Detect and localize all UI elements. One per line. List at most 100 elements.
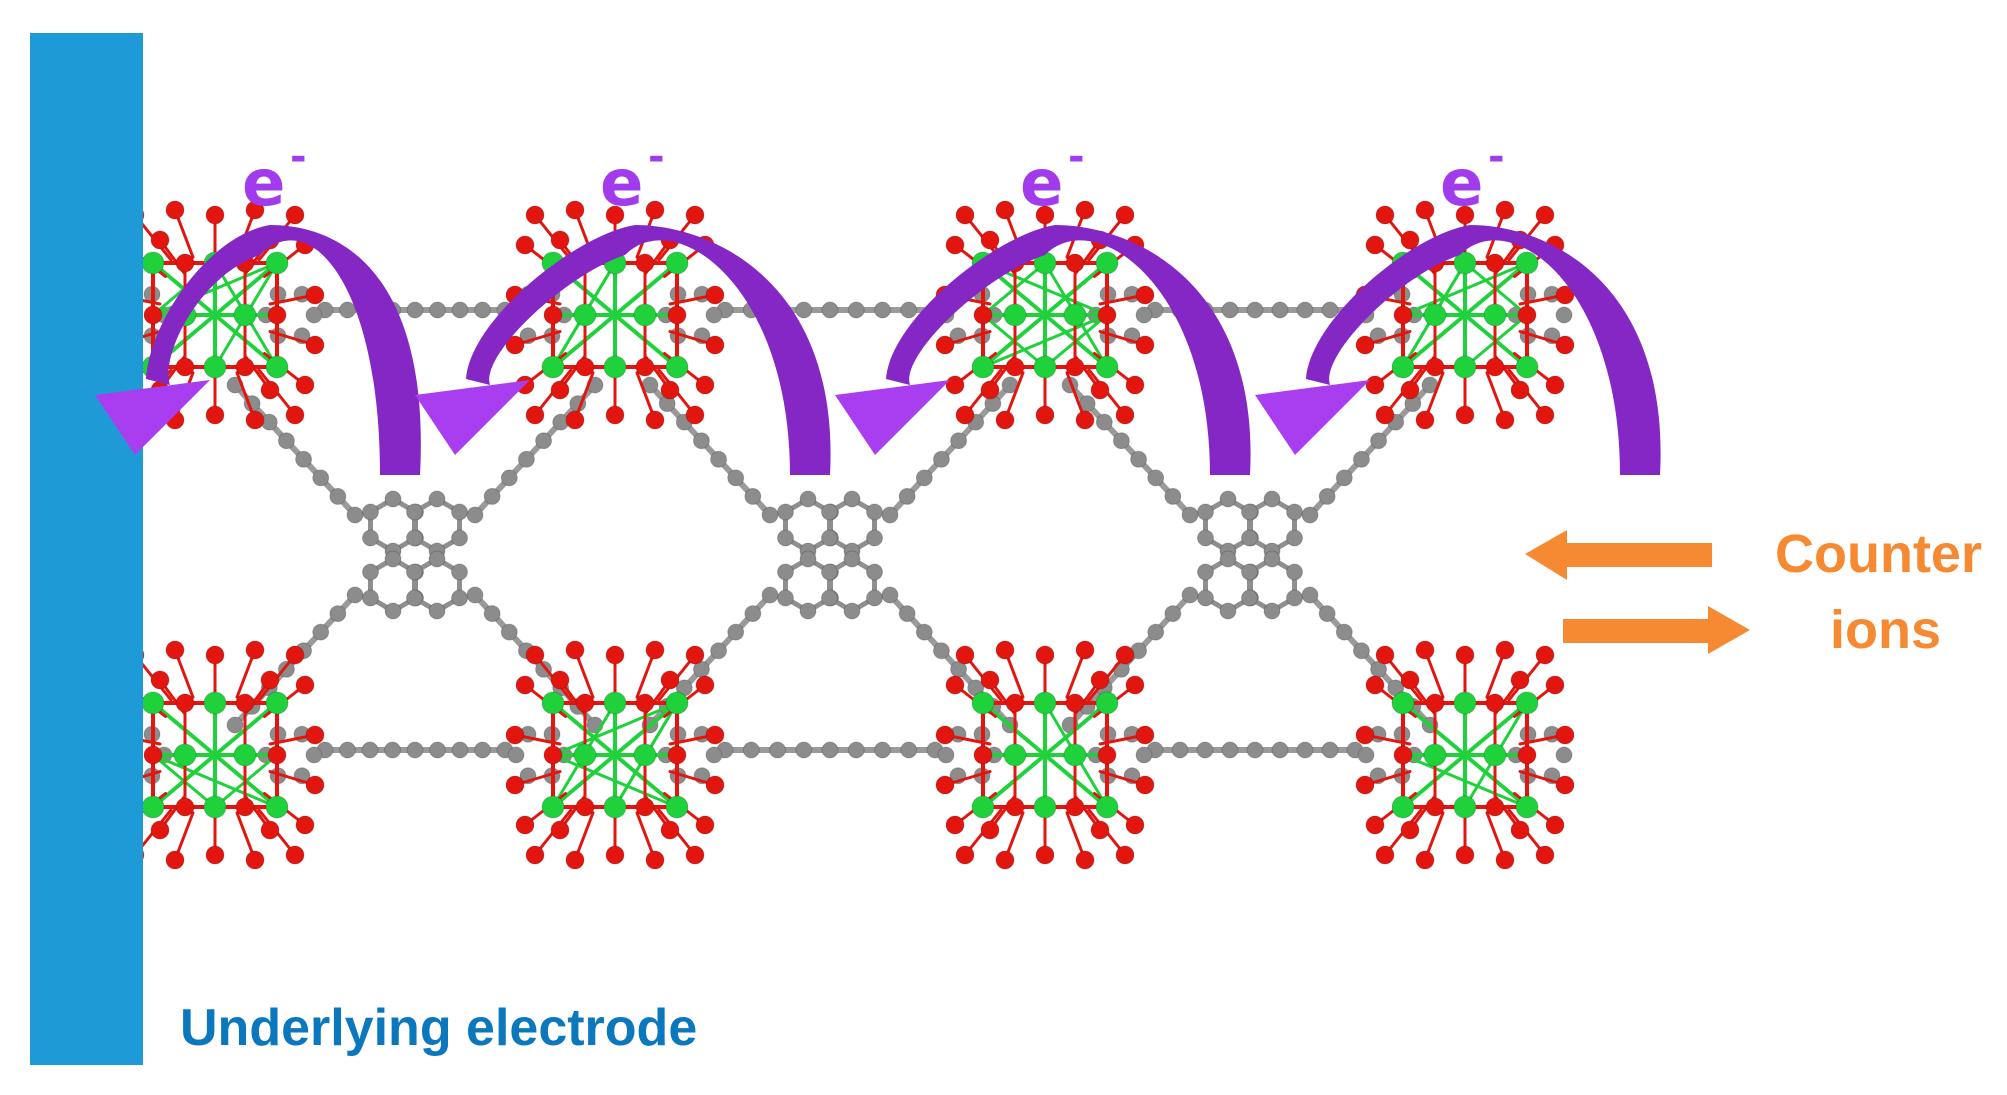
atom: [166, 641, 184, 659]
atom: [1516, 796, 1538, 818]
atom: [1220, 491, 1236, 507]
atom: [1076, 201, 1094, 219]
atom: [901, 742, 917, 758]
atom: [1116, 406, 1134, 424]
atom: [452, 564, 468, 580]
atom: [1247, 302, 1263, 318]
atom: [996, 641, 1014, 659]
atom: [142, 252, 164, 274]
atom: [542, 692, 564, 714]
atom: [882, 507, 898, 523]
atom: [313, 470, 329, 486]
atom: [1197, 742, 1213, 758]
svg-text:-: -: [290, 134, 307, 180]
atom: [1126, 376, 1144, 394]
atom: [362, 504, 378, 520]
atom: [407, 302, 423, 318]
atom: [429, 491, 445, 507]
atom: [646, 411, 664, 429]
atom: [661, 821, 679, 839]
atom: [1287, 564, 1303, 580]
atom: [1401, 381, 1419, 399]
atom: [956, 406, 974, 424]
atom: [1241, 564, 1257, 580]
atom: [1376, 646, 1394, 664]
atom: [452, 590, 468, 606]
atom: [278, 433, 294, 449]
metal-cluster-node: [1356, 641, 1574, 869]
atom: [385, 551, 401, 567]
atom: [706, 286, 724, 304]
atom: [144, 746, 162, 764]
atom: [406, 590, 422, 606]
atom: [1113, 433, 1129, 449]
atom: [166, 851, 184, 869]
atom: [1353, 643, 1369, 659]
atom: [1098, 746, 1116, 764]
atom: [501, 470, 517, 486]
atom: [1220, 551, 1236, 567]
atom: [604, 356, 626, 378]
atom: [1116, 646, 1134, 664]
atom: [1172, 742, 1188, 758]
atom: [1496, 201, 1514, 219]
atom: [576, 358, 594, 376]
atom: [848, 742, 864, 758]
atom: [1392, 796, 1414, 818]
atom: [429, 551, 445, 567]
atom: [1096, 414, 1112, 430]
atom: [916, 624, 932, 640]
atom: [1376, 206, 1394, 224]
linker-chain: [882, 587, 1018, 733]
atom: [882, 587, 898, 603]
atom: [296, 451, 312, 467]
double-arrow-icon: [1525, 530, 1750, 654]
atom: [362, 530, 378, 546]
atom: [452, 530, 468, 546]
atom: [475, 742, 491, 758]
atom: [236, 694, 254, 712]
atom: [1182, 587, 1198, 603]
atom: [1401, 231, 1419, 249]
atom: [666, 356, 688, 378]
atom: [406, 530, 422, 546]
atom: [1484, 744, 1506, 766]
atom: [1098, 306, 1116, 324]
atom: [430, 742, 446, 758]
atom: [646, 201, 664, 219]
atom: [706, 747, 722, 763]
atom: [452, 742, 468, 758]
atom: [706, 307, 722, 323]
atom: [236, 798, 254, 816]
atom: [1518, 306, 1536, 324]
atom: [1486, 798, 1504, 816]
atom: [634, 304, 656, 326]
atom: [1096, 796, 1118, 818]
atom: [1136, 336, 1154, 354]
atom: [1241, 590, 1257, 606]
atom: [551, 821, 569, 839]
atom: [566, 411, 584, 429]
atom: [696, 376, 714, 394]
svg-text:e: e: [1020, 147, 1063, 221]
atom: [566, 641, 584, 659]
atom: [1076, 851, 1094, 869]
atom: [526, 646, 544, 664]
atom: [1006, 358, 1024, 376]
atom: [1536, 206, 1554, 224]
atom: [972, 796, 994, 818]
atom: [1006, 798, 1024, 816]
atom: [1136, 747, 1152, 763]
linker-chain: [1302, 587, 1438, 733]
atom: [306, 776, 324, 794]
atom: [261, 821, 279, 839]
atom: [1486, 254, 1504, 272]
atom: [1536, 846, 1554, 864]
linker-chain: [642, 587, 778, 733]
atom: [933, 451, 949, 467]
atom: [151, 821, 169, 839]
atom: [1496, 411, 1514, 429]
atom: [800, 603, 816, 619]
atom: [1394, 306, 1412, 324]
atom: [844, 603, 860, 619]
